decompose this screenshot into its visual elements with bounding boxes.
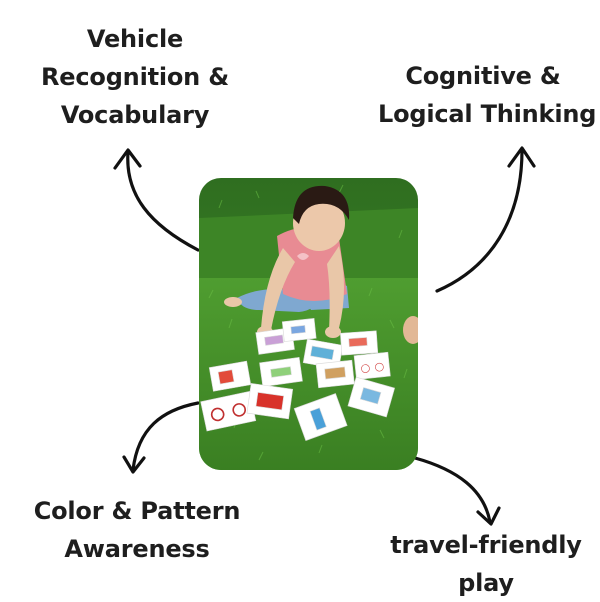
- benefit-line: Awareness: [64, 535, 210, 563]
- benefit-line: Vocabulary: [60, 101, 210, 129]
- benefit-color-pattern: Color & Pattern Awareness: [22, 492, 252, 568]
- benefit-line: Cognitive &: [405, 62, 561, 90]
- benefit-cognitive-thinking: Cognitive & Logical Thinking: [378, 57, 597, 133]
- benefit-vehicle-recognition: Vehicle Recognition & Vocabulary: [30, 20, 240, 134]
- child-photo: [199, 178, 418, 470]
- curved-arrow-icon: [122, 401, 200, 474]
- photo-illustration: [199, 178, 418, 470]
- curved-arrow-icon: [435, 146, 536, 293]
- benefit-line: Recognition &: [41, 63, 229, 91]
- benefit-line: Logical Thinking: [378, 100, 597, 128]
- benefit-line: Vehicle: [86, 25, 184, 53]
- benefit-line: play: [458, 569, 514, 597]
- benefit-line: Color & Pattern: [33, 497, 241, 525]
- benefit-line: travel-friendly: [390, 531, 582, 559]
- benefit-travel-friendly: travel-friendly play: [378, 526, 594, 602]
- curved-arrow-icon: [413, 456, 501, 526]
- curved-arrow-icon: [113, 148, 200, 252]
